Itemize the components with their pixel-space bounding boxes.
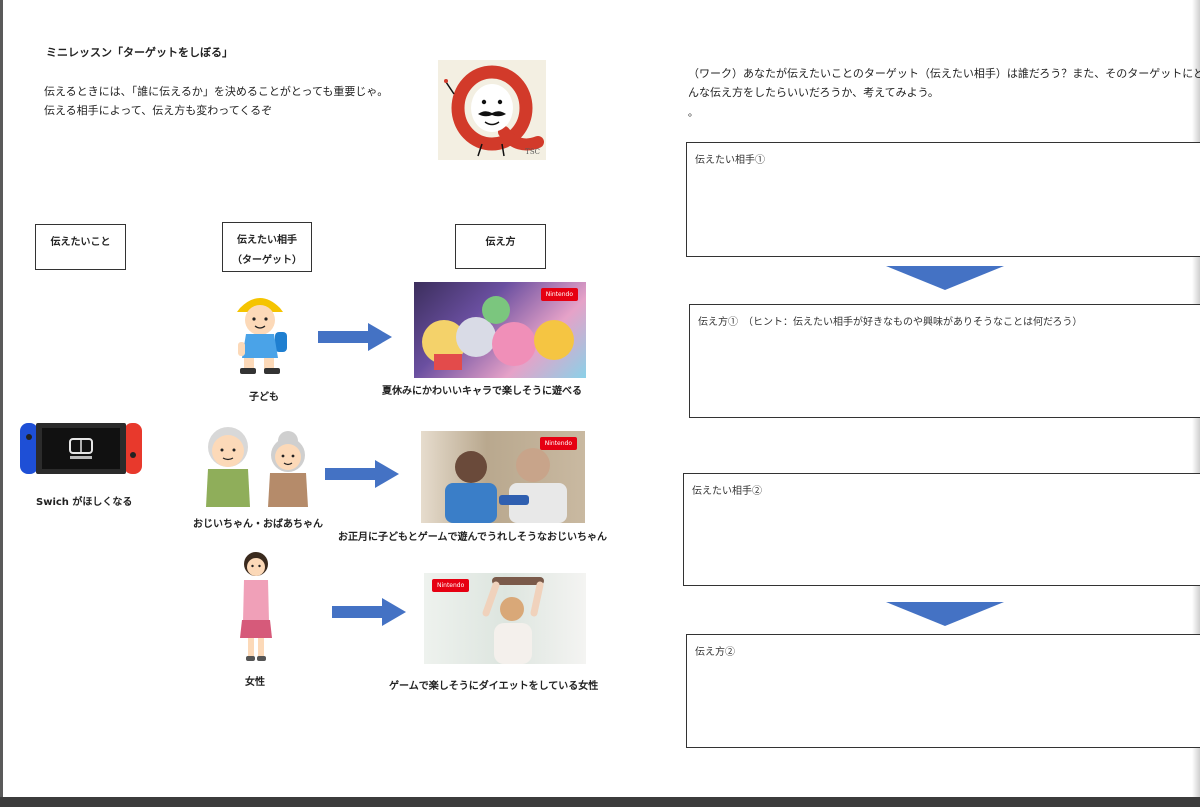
- worksheet-instructions: （ワーク）あなたが伝えたいことのターゲット（伝えたい相手）は誰だろう？また、その…: [688, 64, 1200, 102]
- target-label-woman: 女性: [245, 677, 265, 688]
- logo-signature: TSC: [525, 148, 540, 156]
- triangle-down-icon: [886, 266, 1004, 290]
- intro-line-2: 伝える相手によって、伝え方も変わってくるぞ: [44, 104, 273, 117]
- answer-box-target-1[interactable]: 伝えたい相手①: [686, 142, 1200, 257]
- characters-illustration-icon: [422, 296, 574, 370]
- nintendo-badge: Nintendo: [539, 437, 577, 450]
- frame-left-edge: [0, 0, 3, 807]
- method-label-woman: ゲームで楽しそうにダイエットをしている女性: [389, 681, 599, 692]
- lesson-intro: 伝えるときには、「誰に伝えるか」を決めることがとっても重要じゃ。 伝える相手によ…: [44, 82, 388, 120]
- arrow-right-icon: [332, 598, 406, 626]
- instructions-line-1: （ワーク）あなたが伝えたいことのターゲット（伝えたい相手）は誰だろう？また、その…: [688, 67, 1200, 80]
- arrow-right-icon: [318, 323, 392, 351]
- answer-box-target-1-label: 伝えたい相手①: [695, 155, 765, 166]
- answer-box-method-1[interactable]: 伝え方① （ヒント：伝えたい相手が好きなものや興味がありそうなことは何だろう）: [689, 304, 1200, 418]
- header-target-line2: （ターゲット）: [232, 255, 302, 266]
- intro-line-1: 伝えるときには、「誰に伝えるか」を決めることがとっても重要じゃ。: [44, 85, 389, 98]
- instructions-line-2: んな伝え方をしたらいいだろうか、考えてみよう。: [688, 86, 939, 99]
- answer-box-method-2-label: 伝え方②: [695, 647, 735, 658]
- answer-box-method-2[interactable]: 伝え方②: [686, 634, 1200, 748]
- header-message: 伝えたいこと: [35, 224, 126, 270]
- people-playing-illustration-icon: [445, 448, 567, 523]
- woman-illustration-icon: [240, 552, 272, 661]
- target-label-child: 子ども: [249, 392, 279, 403]
- header-method: 伝え方: [455, 224, 546, 269]
- woman-exercising-illustration-icon: [482, 577, 544, 664]
- triangle-down-icon: [886, 602, 1004, 626]
- frame-bottom-edge: [0, 797, 1200, 807]
- photo-woman-exercising: Nintendo: [424, 573, 586, 664]
- grandparents-illustration-icon: [206, 427, 308, 507]
- instructions-mark: 。: [688, 108, 698, 119]
- answer-box-target-2-label: 伝えたい相手②: [692, 486, 762, 497]
- answer-box-method-1-label: 伝え方① （ヒント：伝えたい相手が好きなものや興味がありそうなことは何だろう）: [698, 317, 1083, 328]
- method-label-child: 夏休みにかわいいキャラで楽しそうに遊べる: [382, 386, 582, 397]
- header-target: 伝えたい相手 （ターゲット）: [222, 222, 312, 272]
- header-target-line1: 伝えたい相手: [237, 235, 297, 246]
- target-label-elderly: おじいちゃん・おばあちゃん: [193, 519, 323, 530]
- nintendo-switch-icon: [20, 423, 142, 474]
- child-illustration-icon: [237, 298, 287, 374]
- switch-caption: Swich がほしくなる: [36, 497, 133, 508]
- nintendo-badge: Nintendo: [432, 579, 470, 592]
- header-method-label: 伝え方: [485, 237, 516, 248]
- method-label-elderly: お正月に子どもとゲームで遊んでうれしそうなおじいちゃん: [338, 532, 607, 543]
- header-message-label: 伝えたいこと: [50, 237, 111, 248]
- answer-box-target-2[interactable]: 伝えたい相手②: [683, 473, 1200, 586]
- photo-animal-crossing: Nintendo: [414, 282, 586, 378]
- q-mascot-icon: [444, 65, 544, 157]
- q-mascot-logo: TSC: [438, 60, 546, 160]
- lesson-title: ミニレッスン「ターゲットをしぼる」: [46, 46, 233, 59]
- nintendo-badge: Nintendo: [540, 288, 578, 301]
- photo-grandpa-and-child: Nintendo: [421, 431, 585, 523]
- arrow-right-icon: [325, 460, 399, 488]
